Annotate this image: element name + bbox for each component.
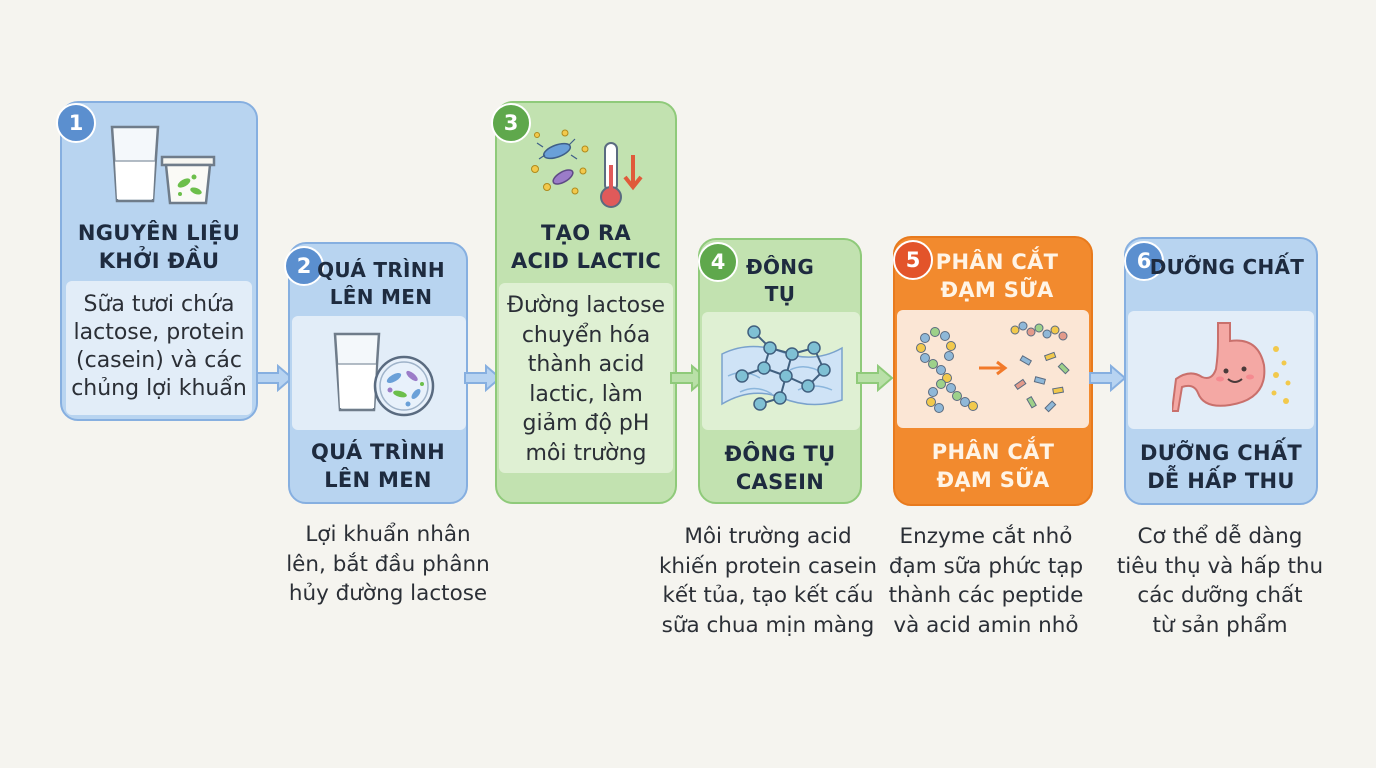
step-3-card: 3 TẠO RA ACID LACTIC Đường lactose c: [491, 101, 677, 504]
bacteria-icon: [529, 127, 601, 199]
step-1-title: NGUYÊN LIỆU KHỞI ĐẦU: [77, 221, 241, 273]
step-5-badge: 5: [893, 240, 933, 280]
step-2-badge: 2: [284, 246, 324, 286]
thermometer-icon: [599, 141, 645, 211]
stomach-icon: [1172, 319, 1296, 419]
step-6-caption: Cơ thể dễ dàng tiêu thụ và hấp thu các d…: [1116, 524, 1324, 638]
step-6-badge: 6: [1124, 241, 1164, 281]
step-2-caption: Lợi khuẩn nhân lên, bắt đầu phânn hủy đư…: [286, 522, 490, 606]
step-2-card: 2 QUÁ TRÌNH LÊN MEN QUÁ TRÌNH LÊN: [284, 242, 468, 504]
step-1-description: Sữa tươi chứa lactose, protein (casein) …: [71, 292, 247, 401]
step-3-badge: 3: [491, 103, 531, 143]
milk-glass-icon: [108, 121, 162, 205]
step-2-subtitle: QUÁ TRÌNH LÊN MEN: [311, 440, 445, 492]
step-6-image-panel: [1128, 311, 1314, 429]
step-3-description: Đường lactose chuyển hóa thành acid lact…: [506, 293, 666, 466]
peptide-chain-icon: [911, 318, 1075, 422]
step-3-title: TẠO RA ACID LACTIC: [510, 221, 662, 273]
step-5-card: 5 PHÂN CẮT ĐẠM SỮA: [893, 236, 1093, 506]
arrow-2-3: [464, 364, 502, 392]
step-6-title: DƯỠNG CHẤT: [1149, 255, 1305, 279]
step-3-text-panel: Đường lactose chuyển hóa thành acid lact…: [499, 283, 673, 473]
milk-glass-icon: [332, 328, 382, 414]
step-2-image-panel: [292, 316, 466, 430]
yogurt-cup-icon: [160, 151, 216, 207]
step-6-subtitle: DƯỠNG CHẤT DỄ HẤP THU: [1139, 441, 1302, 493]
step-4-subtitle: ĐÔNG TỤ CASEIN: [724, 442, 836, 494]
step-5-image-panel: [897, 310, 1089, 428]
step-4-badge: 4: [698, 242, 738, 282]
step-4-title: ĐÔNG TỤ: [745, 255, 815, 306]
arrow-4-5: [856, 364, 894, 392]
step-1-badge: 1: [56, 103, 96, 143]
step-1-card: 1 NGUYÊN LIỆU KHỞI ĐẦU Sữa tươi chứa lac…: [56, 101, 258, 421]
arrow-1-2: [256, 364, 294, 392]
casein-network-icon: [720, 318, 844, 422]
bacteria-dish-icon: [372, 354, 436, 418]
step-4-image-panel: [702, 312, 860, 430]
step-2-title: QUÁ TRÌNH LÊN MEN: [317, 258, 445, 309]
step-5-title: PHÂN CẮT ĐẠM SỮA: [935, 250, 1059, 302]
arrow-5-6: [1089, 364, 1127, 392]
step-5-subtitle: PHÂN CẮT ĐẠM SỮA: [931, 440, 1055, 492]
step-4-caption: Môi trường acid khiến protein casein kết…: [658, 524, 878, 638]
step-5-caption: Enzyme cắt nhỏ đạm sữa phức tạp thành cá…: [888, 524, 1084, 638]
step-1-text-panel: Sữa tươi chứa lactose, protein (casein) …: [66, 281, 252, 415]
step-6-card: 6 DƯỠNG CHẤT DƯỠNG CHẤT DỄ HẤP THU: [1124, 237, 1318, 505]
step-4-card: 4 ĐÔNG TỤ: [698, 238, 862, 504]
